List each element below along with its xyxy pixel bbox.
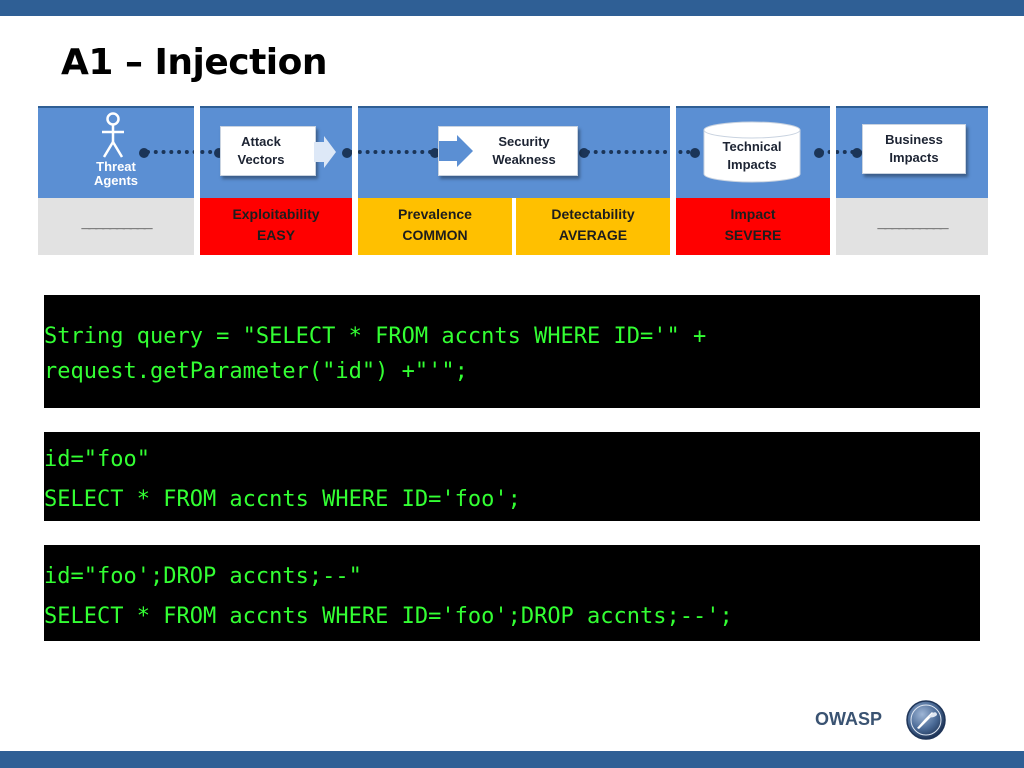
business-impacts-rating: __________ bbox=[836, 198, 988, 255]
bottom-accent-bar bbox=[0, 751, 1024, 768]
attack-vectors-box: Attack Vectors bbox=[220, 126, 316, 176]
connector-dot bbox=[852, 148, 862, 158]
connector-dot bbox=[690, 148, 700, 158]
connector-dot bbox=[214, 148, 224, 158]
column-separator bbox=[670, 106, 676, 255]
technical-impacts-box: Technical Impacts bbox=[722, 139, 782, 172]
slide-title: A1 – Injection bbox=[61, 42, 328, 83]
prevalence-rating: Prevalence COMMON bbox=[358, 198, 512, 255]
database-cylinder-icon bbox=[703, 121, 801, 183]
threat-agents-label: Threat Agents bbox=[93, 159, 139, 188]
code-line: request.getParameter("id") +"'"; bbox=[44, 359, 468, 384]
code-line: SELECT * FROM accnts WHERE ID='foo'; bbox=[44, 487, 521, 512]
connector-dot bbox=[342, 148, 352, 158]
connector-dots bbox=[350, 150, 440, 158]
business-impacts-box: Business Impacts bbox=[862, 124, 966, 174]
code-line: id="foo" bbox=[44, 447, 150, 472]
owasp-wasp-logo-icon bbox=[906, 700, 946, 740]
risk-diagram: Threat Agents Attack Vectors Security We… bbox=[38, 106, 988, 255]
connector-dot bbox=[579, 148, 589, 158]
column-separator bbox=[830, 106, 836, 255]
connector-dots bbox=[820, 150, 862, 158]
code-block-normal-input: id="foo" SELECT * FROM accnts WHERE ID='… bbox=[44, 432, 980, 521]
column-separator bbox=[194, 106, 200, 255]
code-line: SELECT * FROM accnts WHERE ID='foo';DROP… bbox=[44, 604, 733, 629]
column-separator bbox=[352, 106, 358, 255]
code-line: String query = "SELECT * FROM accnts WHE… bbox=[44, 324, 707, 349]
connector-dot bbox=[430, 148, 440, 158]
code-block-query: String query = "SELECT * FROM accnts WHE… bbox=[44, 295, 980, 408]
detectability-rating: Detectability AVERAGE bbox=[516, 198, 670, 255]
arrow-right-icon bbox=[439, 135, 473, 167]
owasp-brand-text: OWASP bbox=[815, 709, 883, 729]
threat-agent-icon bbox=[102, 112, 124, 158]
threat-agents-rating: __________ bbox=[38, 198, 194, 255]
code-line: id="foo';DROP accnts;--" bbox=[44, 564, 362, 589]
connector-dots bbox=[586, 150, 698, 158]
connector-dots bbox=[146, 150, 220, 158]
connector-dot bbox=[814, 148, 824, 158]
column-separator bbox=[512, 198, 516, 255]
top-accent-bar bbox=[0, 0, 1024, 16]
impact-rating: Impact SEVERE bbox=[676, 198, 830, 255]
exploitability-rating: Exploitability EASY bbox=[200, 198, 352, 255]
security-weakness-box: Security Weakness bbox=[438, 126, 578, 176]
code-block-injection-input: id="foo';DROP accnts;--" SELECT * FROM a… bbox=[44, 545, 980, 641]
arrow-right-icon bbox=[314, 136, 336, 168]
connector-dot bbox=[139, 148, 149, 158]
